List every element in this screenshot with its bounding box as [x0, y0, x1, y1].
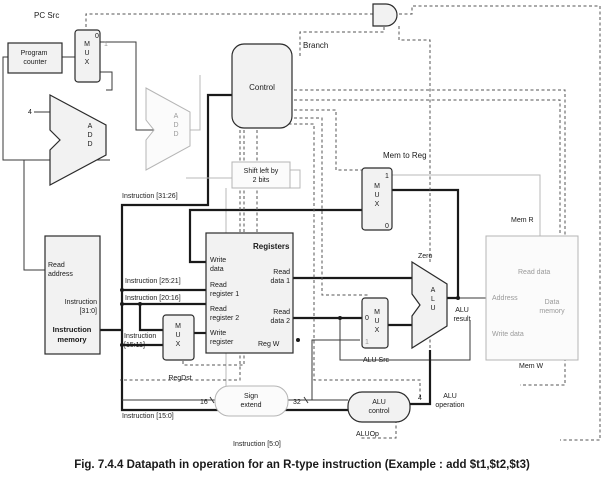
- instruction-5-0-label: Instruction [5:0]: [233, 441, 281, 448]
- instruction-31-26-label: Instruction [31:26]: [122, 193, 178, 200]
- instruction-15-11-label: Instruction[15:11]: [124, 333, 156, 349]
- branch-label: Branch: [303, 41, 328, 50]
- reg-w-label: Reg W: [258, 341, 280, 348]
- alu-op-label: ALUOp: [356, 431, 379, 438]
- alu-src-label: ALU Src: [363, 357, 390, 364]
- program-counter-label: Program counter: [21, 50, 50, 66]
- sign-extend-slash-out: [303, 396, 309, 404]
- alu-block: [411, 260, 448, 350]
- control-label: Control: [249, 83, 275, 92]
- registers-block: [205, 232, 294, 354]
- alu-src-zero: 0: [365, 315, 369, 322]
- pc-mux-zero: 0: [95, 33, 99, 40]
- reg-w-junction: [296, 338, 300, 342]
- four-bits-label: 4: [418, 395, 422, 402]
- alu-operation-wire: [410, 350, 432, 406]
- adder-const-four: 4: [28, 109, 32, 116]
- sign-extend-slash-in: [209, 396, 215, 404]
- mem-to-reg-one: 1: [385, 173, 389, 180]
- sign-extend-block: [214, 385, 289, 417]
- read-data-2-junction: [338, 316, 342, 320]
- reg-dst-label: RegDst: [168, 375, 191, 382]
- alu-src-mux: [361, 297, 389, 349]
- program-counter-block: [7, 42, 63, 74]
- branch-and-gate: [372, 3, 398, 27]
- alu-control-block: [347, 391, 411, 423]
- alu-result-junction: [456, 296, 460, 300]
- instruction-20-16-label: Instruction [20:16]: [125, 295, 181, 302]
- branch-adder: [145, 87, 191, 171]
- instr-20-16-junction: [138, 302, 142, 306]
- instr-bus-junction-a: [120, 288, 124, 292]
- mem-w-label: Mem W: [519, 363, 544, 370]
- pc-adder: [49, 93, 107, 187]
- instr-bus-junction-c: [120, 343, 124, 347]
- wires: [2, 5, 601, 441]
- pc-mux-one: 1: [104, 41, 108, 48]
- data-memory-block: [485, 235, 579, 361]
- instr-bus-junction-b: [120, 302, 124, 306]
- thirty-two-bits-label: 32: [293, 399, 301, 406]
- registers-label: Registers: [253, 242, 290, 251]
- pc-mux: [74, 29, 101, 83]
- write-data-mem-label: Write data: [492, 331, 524, 338]
- pc-src-label: PC Src: [34, 11, 59, 20]
- mem-to-reg-label: Mem to Reg: [383, 151, 427, 160]
- shift-left-block: [231, 161, 291, 189]
- instruction-memory-block: [44, 235, 101, 355]
- read-data-label: Read data: [518, 269, 550, 276]
- figure-caption: Fig. 7.4.4 Datapath in operation for an …: [74, 459, 530, 471]
- sixteen-bits-label: 16: [200, 399, 208, 406]
- instruction-15-0-label: Instruction [15:0]: [122, 413, 174, 420]
- instruction-31-0-label: Instruction[31:0]: [65, 299, 97, 315]
- mem-to-reg-mux: [361, 167, 393, 231]
- instruction-25-21-label: Instruction [25:21]: [125, 278, 181, 285]
- reg-dst-mux: [162, 314, 195, 361]
- control-unit: [231, 43, 293, 129]
- zero-label: Zero: [418, 253, 433, 260]
- address-label: Address: [492, 295, 518, 302]
- mem-r-label: Mem R: [511, 217, 534, 224]
- mem-to-reg-zero: 0: [385, 223, 389, 230]
- alu-src-one: 1: [365, 339, 369, 346]
